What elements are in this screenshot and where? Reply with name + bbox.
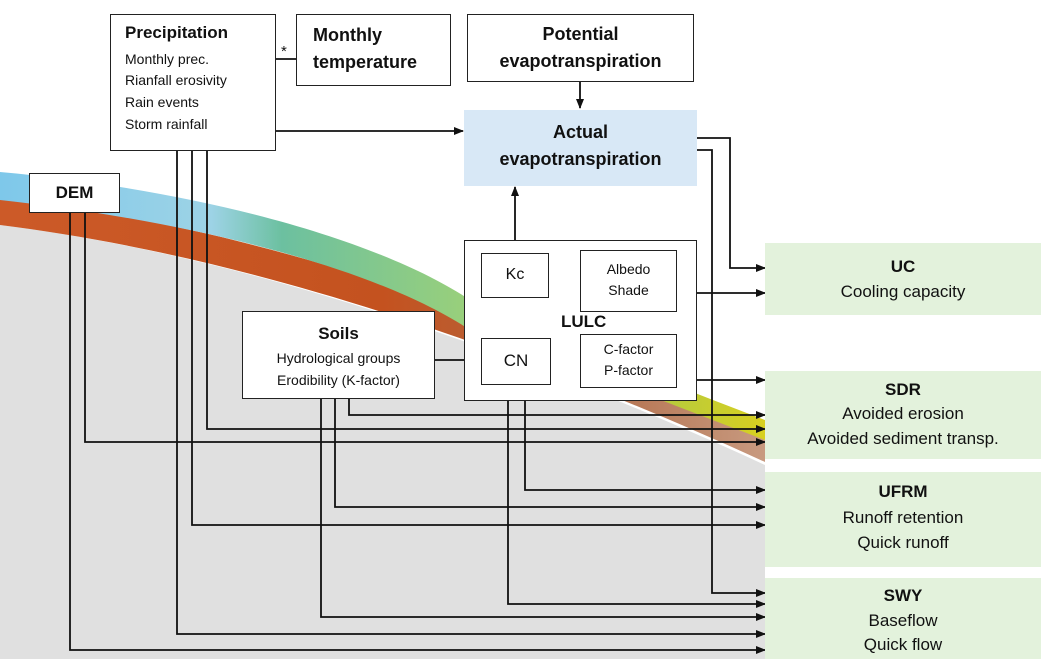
albedo-label: Albedo (606, 261, 651, 277)
arrow-cn-to-ufrm (524, 385, 766, 494)
arrow-dem-to-swy (69, 212, 766, 654)
monthly-temperature-line2: temperature (313, 52, 418, 72)
arrow-soils-to-ufrm (334, 398, 766, 511)
output-title: UC (890, 257, 916, 276)
output-line: Avoided erosion (842, 404, 964, 423)
shade-label: Shade (608, 282, 649, 298)
output-uc-box: UC Cooling capacity (765, 243, 1041, 315)
output-line: Avoided sediment transp. (807, 429, 999, 448)
output-title: SDR (885, 380, 921, 399)
soils-title: Soils (318, 324, 359, 343)
dem-box: DEM (29, 173, 120, 213)
potential-et-line2: evapotranspiration (499, 51, 662, 71)
albedo-shade-box: Albedo Shade (580, 250, 677, 312)
potential-et-box: Potential evapotranspiration (467, 14, 694, 82)
cp-factor-box: C-factor P-factor (580, 334, 677, 388)
monthly-temperature-box: Monthly temperature (296, 14, 451, 86)
actual-et-box: Actual evapotranspiration (464, 110, 697, 186)
p-factor-label: P-factor (603, 362, 653, 378)
arrow-cn-to-swy (507, 385, 766, 608)
soils-item: Hydrological groups (276, 350, 401, 366)
monthly-temperature-line1: Monthly (313, 25, 382, 45)
precipitation-item: Monthly prec. (125, 51, 210, 67)
dem-label: DEM (55, 183, 94, 202)
output-line: Cooling capacity (840, 282, 966, 301)
output-title: SWY (883, 586, 923, 605)
arrow-aet-to-uc (697, 137, 766, 272)
kc-box: Kc (481, 253, 549, 298)
precipitation-item: Storm rainfall (125, 116, 208, 132)
arrow-aet-to-swy (697, 149, 766, 597)
precipitation-box: Precipitation Monthly prec. Rianfall ero… (110, 14, 276, 151)
output-line: Baseflow (868, 611, 938, 630)
kc-label: Kc (505, 266, 525, 283)
arrow-prec-to-swy (176, 150, 766, 638)
precipitation-title: Precipitation (125, 23, 228, 42)
output-title: UFRM (878, 482, 928, 501)
arrow-soils-to-swy-1 (320, 398, 766, 621)
actual-et-line2: evapotranspiration (499, 149, 662, 169)
precipitation-item: Rain events (125, 94, 199, 110)
cn-label: CN (503, 351, 529, 370)
arrow-dem-to-sdr (84, 212, 766, 446)
output-line: Runoff retention (842, 508, 964, 527)
soils-box: Soils Hydrological groups Erodibility (K… (242, 311, 435, 399)
output-sdr-box: SDR Avoided erosion Avoided sediment tra… (765, 371, 1041, 459)
potential-et-line1: Potential (542, 24, 619, 44)
soils-item: Erodibility (K-factor) (277, 372, 400, 388)
actual-et-line1: Actual (552, 122, 608, 142)
output-swy-box: SWY Baseflow Quick flow (765, 578, 1041, 659)
precipitation-item: Rianfall erosivity (125, 72, 227, 88)
arrow-soils-to-sdr (348, 398, 766, 419)
lulc-title: LULC (561, 312, 607, 331)
cn-box: CN (481, 338, 551, 385)
arrow-prec-to-ufrm (191, 150, 766, 529)
output-line: Quick runoff (857, 533, 949, 552)
output-ufrm-box: UFRM Runoff retention Quick runoff (765, 472, 1041, 567)
c-factor-label: C-factor (603, 341, 654, 357)
output-line: Quick flow (863, 635, 943, 654)
arrow-prec-to-sdr (206, 150, 766, 433)
asterisk-note: * (281, 43, 287, 60)
soil-layer (0, 198, 765, 462)
